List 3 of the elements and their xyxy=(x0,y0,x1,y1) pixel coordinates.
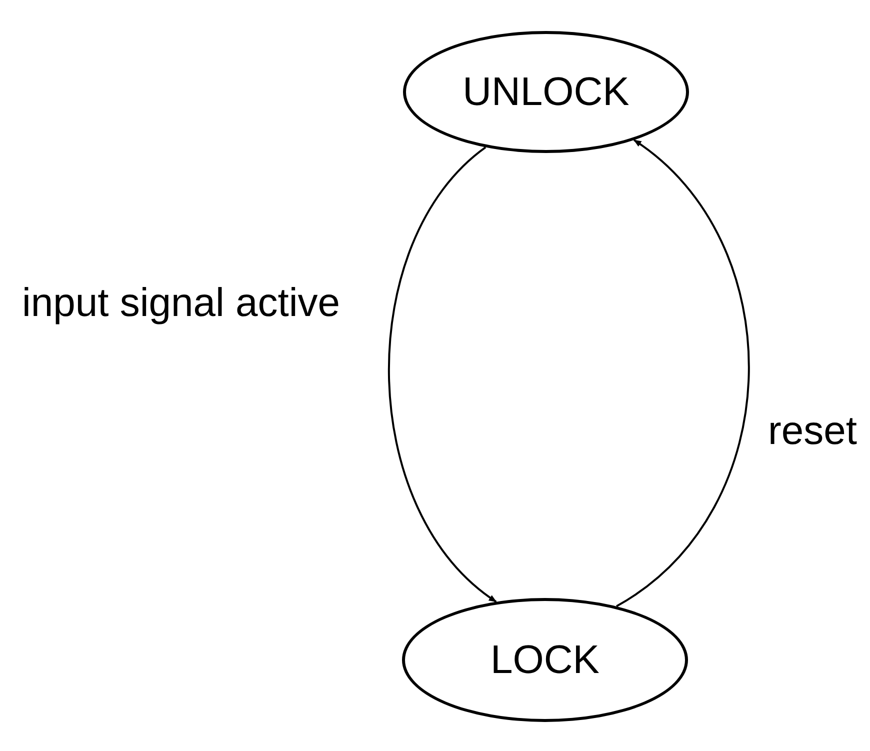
arrow xyxy=(616,139,750,608)
state-name: LOCK xyxy=(490,637,600,684)
state-name: UNLOCK xyxy=(462,69,630,116)
